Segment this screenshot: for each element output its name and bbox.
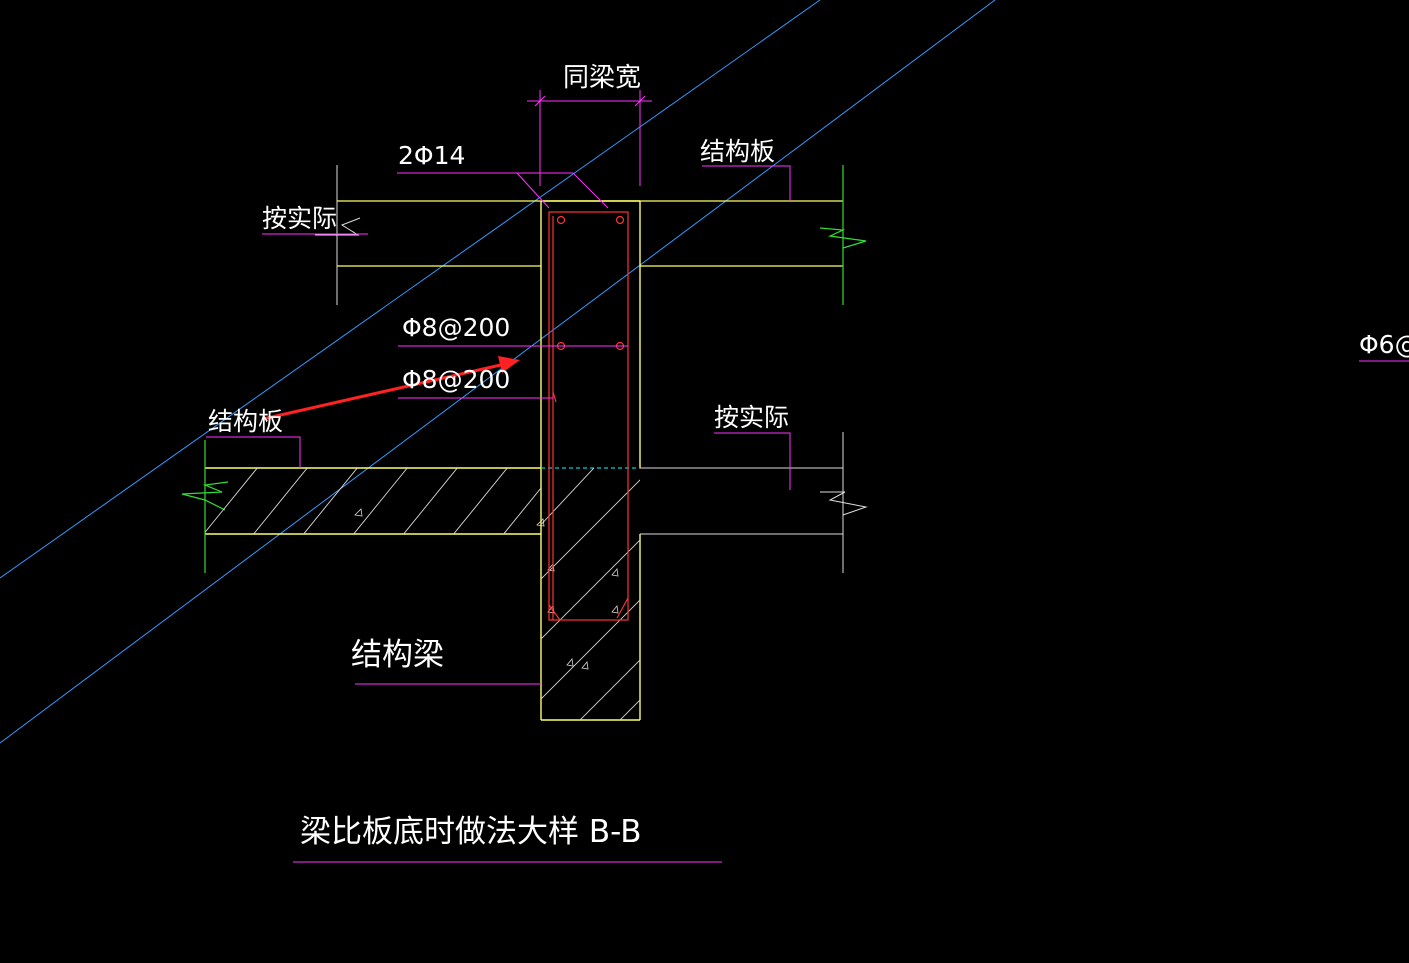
leader-as-actual-right: [714, 432, 791, 490]
label-as-actual-left: 按实际: [262, 204, 337, 233]
label-same-beam-width: 同梁宽: [563, 63, 641, 93]
label-stirrup-2: Φ8@200: [402, 365, 510, 394]
slab-hatch: [205, 468, 541, 534]
label-as-actual-right: 按实际: [714, 403, 789, 432]
label-stirrup-1: Φ8@200: [402, 313, 510, 342]
construction-line-lower: [0, 0, 996, 744]
top-bar-left: [556, 215, 566, 225]
leader-top-bars-branch: [516, 172, 550, 209]
leader-lines: [206, 165, 1409, 863]
upper-slab-edges: [315, 165, 361, 305]
label-slab-right-top: 结构板: [700, 137, 775, 166]
waist-tie-mark: [552, 391, 557, 403]
annotation-arrow: [262, 356, 520, 421]
label-beam: 结构梁: [351, 637, 444, 673]
upper-right-edge-group: [819, 165, 867, 305]
beam-hatch: [541, 468, 640, 720]
lower-left-edge-group: [181, 440, 229, 573]
stirrup-hook-bottom-right: [616, 597, 629, 619]
stirrup-hook-bottom-left: [548, 604, 561, 621]
upper-right-break-line: [819, 227, 867, 249]
lower-right-break-line: [820, 491, 868, 516]
dimension-beam-width: [527, 90, 652, 186]
label-slab-left: 结构板: [208, 407, 283, 436]
upper-slab: [337, 200, 843, 267]
label-top-bars: 2Φ14: [398, 141, 465, 170]
upper-left-break-line: [315, 217, 361, 236]
drawing-title: 梁比板底时做法大样 B-B: [300, 814, 641, 850]
stirrup-outline: [548, 211, 629, 621]
text-labels: 同梁宽 2Φ14 结构板 按实际 Φ8@200 Φ8@200 结构板 按实际 结…: [208, 63, 1409, 850]
lower-structure-outline: [205, 200, 641, 721]
lower-right-slab: [640, 432, 868, 573]
leader-top-bars: [397, 172, 609, 209]
construction-lines: [0, 0, 996, 744]
leader-slab-left: [206, 436, 301, 468]
label-edge-partial: Φ6@: [1359, 330, 1409, 359]
lower-left-break-line: [181, 481, 229, 511]
leader-slab-right-top: [702, 165, 791, 201]
construction-line-upper: [0, 0, 821, 579]
top-bar-right: [615, 215, 625, 225]
